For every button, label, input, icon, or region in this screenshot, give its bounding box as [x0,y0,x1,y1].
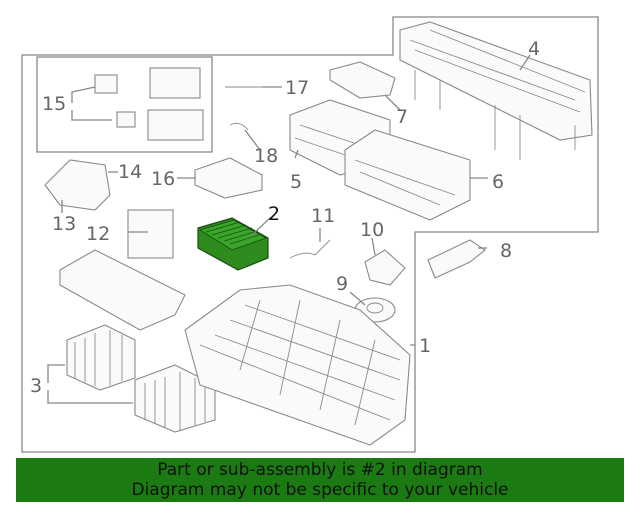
inset-box-14 [36,56,213,153]
part-15-relays [94,67,204,141]
part-18-wire [229,122,249,131]
diagram-frame [21,16,599,453]
banner-line-2: Diagram may not be specific to your vehi… [131,480,509,500]
part-6-tray [344,129,471,221]
callout-8: 8 [500,240,512,262]
callout-14: 14 [118,161,142,183]
cover-plate [59,249,186,331]
part-12-module [127,209,174,259]
callout-5: 5 [290,171,302,193]
callout-1: 1 [419,335,431,357]
part-9-10-fan [354,249,406,323]
part-3-cells [66,324,216,433]
part-4-bracket [399,21,593,160]
part-8-duct [427,239,486,279]
callout-17: 17 [285,77,309,99]
parts-diagram: 1 2 3 4 5 6 7 8 9 10 11 12 13 14 15 16 1… [21,16,599,453]
part-1-tray [184,284,411,446]
callout-9: 9 [336,273,348,295]
banner-line-1: Part or sub-assembly is #2 in diagram [157,460,483,480]
part-11-harness [289,239,331,259]
callout-16: 16 [151,168,175,190]
callout-6: 6 [492,171,504,193]
callout-10: 10 [360,219,384,241]
callout-2: 2 [268,203,280,225]
callout-12: 12 [86,223,110,245]
part-16-bracket [194,157,263,199]
info-banner: Part or sub-assembly is #2 in diagram Di… [16,458,624,502]
part-7-relay [329,61,396,99]
callout-13: 13 [52,213,76,235]
callout-3: 3 [30,375,42,397]
callout-7: 7 [396,106,408,128]
callout-15: 15 [42,93,66,115]
part-2-highlighted [197,217,269,271]
callout-18: 18 [254,145,278,167]
callout-4: 4 [528,38,540,60]
callout-11: 11 [311,205,335,227]
part-13-bracket [44,159,111,211]
leader-lines [47,54,531,404]
